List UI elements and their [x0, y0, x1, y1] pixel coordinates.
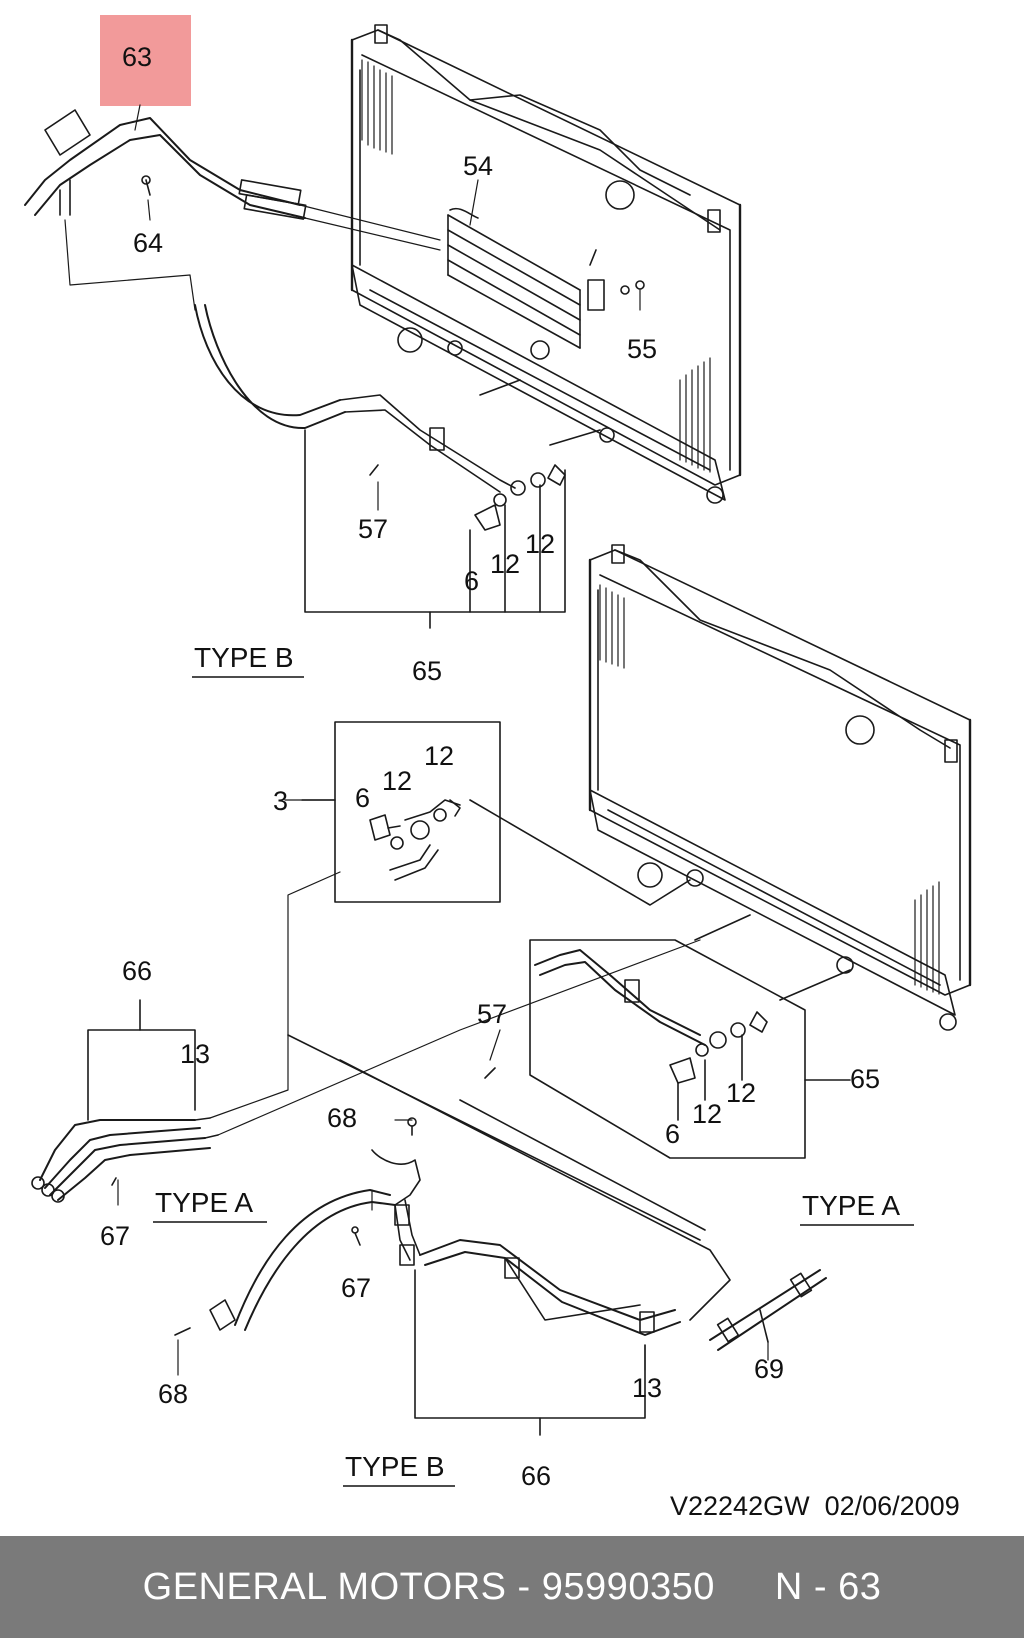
callout-labels: 63 64 54 55 57 6 12 12 65 3 6 12 12 66 1… [100, 42, 880, 1491]
callout-13: 13 [632, 1373, 662, 1403]
separator: - [506, 1565, 542, 1608]
callout-67: 67 [100, 1221, 130, 1251]
footer-bar: GENERAL MOTORS - 95990350 N - 63 [0, 1536, 1024, 1638]
leader-lines [117, 104, 769, 1376]
callout-57: 57 [477, 999, 507, 1029]
callout-69: 69 [754, 1354, 784, 1384]
callout-12: 12 [382, 766, 412, 796]
callout-13: 13 [180, 1039, 210, 1069]
type-labels: TYPE B TYPE A TYPE A TYPE B [153, 642, 914, 1487]
callout-12: 12 [490, 549, 520, 579]
callout-66: 66 [521, 1461, 551, 1491]
reference-label: N - 63 [774, 1565, 882, 1608]
diagram-code: V22242GW 02/06/2009 [670, 1491, 960, 1521]
type-a-label: TYPE A [155, 1187, 253, 1218]
callout-64: 64 [133, 228, 163, 258]
callout-6: 6 [464, 566, 479, 596]
radiator-bottom [588, 544, 972, 1031]
part-number: 95990350 [541, 1565, 715, 1608]
callout-68: 68 [327, 1103, 357, 1133]
callout-65: 65 [850, 1064, 880, 1094]
callout-6: 6 [665, 1119, 680, 1149]
callout-67: 67 [341, 1273, 371, 1303]
hose-assembly-63 [24, 109, 441, 251]
highlight-box [100, 15, 191, 106]
hose-type-a-66 [31, 871, 731, 1321]
callout-68: 68 [158, 1379, 188, 1409]
type-a-label: TYPE A [802, 1190, 900, 1221]
brand-name: GENERAL MOTORS [142, 1565, 507, 1608]
parts-diagram: 63 64 54 55 57 6 12 12 65 3 6 12 12 66 1… [24, 15, 972, 1521]
type-b-label: TYPE B [345, 1451, 445, 1482]
callout-6: 6 [355, 783, 370, 813]
callout-65: 65 [412, 656, 442, 686]
hose-type-b-66 [174, 1117, 681, 1436]
callout-12: 12 [692, 1099, 722, 1129]
callout-12: 12 [525, 529, 555, 559]
callout-12: 12 [424, 741, 454, 771]
callout-57: 57 [358, 514, 388, 544]
type-b-label: TYPE B [194, 642, 294, 673]
detail-box-3 [301, 721, 691, 906]
hose-type-b-65 [64, 219, 601, 629]
hose-69 [709, 1269, 827, 1351]
callout-55: 55 [627, 334, 657, 364]
callout-3: 3 [273, 786, 288, 816]
callout-54: 54 [463, 151, 493, 181]
callout-12: 12 [726, 1078, 756, 1108]
callout-63: 63 [122, 42, 152, 72]
detail-box-65 [484, 914, 851, 1159]
radiator-top [350, 24, 742, 504]
callout-66: 66 [122, 956, 152, 986]
